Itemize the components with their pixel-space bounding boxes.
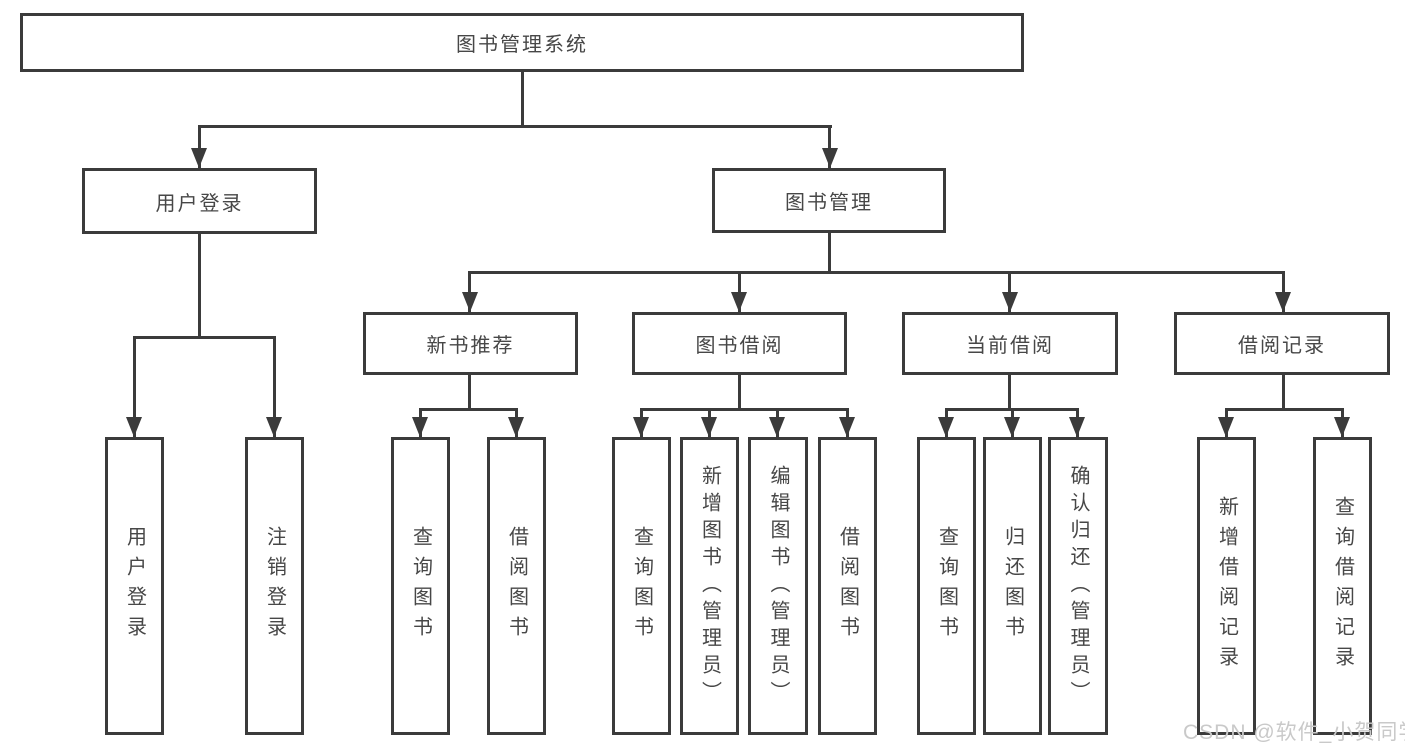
arrowhead-leaf <box>633 417 649 437</box>
leaf-edit-book-admin: 编辑图书（管理员） <box>748 437 808 735</box>
node-current-borrow-label: 当前借阅 <box>966 335 1054 357</box>
leaf-logout: 注销登录 <box>245 437 304 735</box>
node-new-book-recommend: 新书推荐 <box>363 312 578 375</box>
node-user-login-label: 用户登录 <box>155 192 244 215</box>
connector-leaf-drop <box>133 336 136 437</box>
leaf-add-book-admin-label: 新增图书（管理员） <box>698 464 721 708</box>
arrowhead-leaf <box>1069 417 1085 437</box>
leaf-query-book-1-label: 查询图书 <box>409 526 432 646</box>
arrowhead-leaf <box>266 417 282 437</box>
csdn-watermark: CSDN @软件_小贺同学 <box>1183 721 1405 744</box>
leaf-query-borrow-record: 查询借阅记录 <box>1313 437 1372 735</box>
arrowhead-leaf <box>938 417 954 437</box>
connector-subtree-stem <box>738 375 741 408</box>
connector-user-login-rail <box>133 336 276 339</box>
node-root-label: 图书管理系统 <box>456 34 588 56</box>
node-book-borrow: 图书借阅 <box>632 312 847 375</box>
leaf-edit-book-admin-label: 编辑图书（管理员） <box>767 464 789 708</box>
arrowhead-leaf <box>839 417 855 437</box>
leaf-return-book-label: 归还图书 <box>1001 526 1024 646</box>
connector-leaf-rail <box>1225 408 1344 411</box>
node-book-management-label: 图书管理 <box>785 192 873 214</box>
leaf-user-login: 用户登录 <box>105 437 164 735</box>
leaf-add-borrow-record-label: 新增借阅记录 <box>1215 496 1238 676</box>
arrowhead-book-management <box>822 148 838 168</box>
leaf-add-borrow-record: 新增借阅记录 <box>1197 437 1256 735</box>
connector-level3-drop <box>1282 271 1285 312</box>
leaf-return-book: 归还图书 <box>983 437 1042 735</box>
arrowhead-leaf <box>769 417 785 437</box>
connector-user-login-stem <box>198 234 201 336</box>
leaf-borrow-book-2-label: 借阅图书 <box>836 526 859 646</box>
leaf-query-borrow-record-label: 查询借阅记录 <box>1331 496 1354 676</box>
arrowhead-user-login <box>191 148 207 168</box>
connector-level3-drop <box>1008 271 1011 312</box>
leaf-query-book-3-label: 查询图书 <box>935 526 958 646</box>
leaf-query-book-3: 查询图书 <box>917 437 976 735</box>
connector-root-stem <box>521 72 524 125</box>
node-current-borrow: 当前借阅 <box>902 312 1118 375</box>
arrowhead-leaf <box>1004 417 1020 437</box>
node-book-management: 图书管理 <box>712 168 946 233</box>
arrowhead-new-book-recommend <box>462 292 478 312</box>
connector-level3-rail <box>468 271 1285 274</box>
node-user-login: 用户登录 <box>82 168 317 234</box>
leaf-confirm-return-admin: 确认归还（管理员） <box>1048 437 1108 735</box>
connector-level2-rail <box>198 125 832 128</box>
leaf-borrow-book-1-label: 借阅图书 <box>505 526 528 646</box>
connector-book-management-drop <box>828 125 831 168</box>
arrowhead-leaf <box>1218 417 1234 437</box>
leaf-query-book-2: 查询图书 <box>612 437 671 735</box>
connector-leaf-rail <box>419 408 518 411</box>
connector-leaf-rail <box>640 408 849 411</box>
connector-level3-drop <box>738 271 741 312</box>
connector-subtree-stem <box>1008 375 1011 408</box>
arrowhead-current-borrow <box>1002 292 1018 312</box>
node-new-book-recommend-label: 新书推荐 <box>426 335 515 357</box>
arrowhead-leaf <box>508 417 524 437</box>
leaf-query-book-2-label: 查询图书 <box>630 526 653 646</box>
connector-level3-drop <box>468 271 471 312</box>
arrowhead-leaf <box>412 417 428 437</box>
connector-user-login-drop <box>198 125 201 168</box>
leaf-add-book-admin: 新增图书（管理员） <box>680 437 739 735</box>
arrowhead-book-borrow <box>731 292 747 312</box>
arrowhead-borrow-records <box>1275 292 1291 312</box>
node-root: 图书管理系统 <box>20 13 1024 72</box>
arrowhead-leaf <box>701 417 717 437</box>
leaf-borrow-book-1: 借阅图书 <box>487 437 546 735</box>
node-book-borrow-label: 图书借阅 <box>695 335 784 357</box>
connector-subtree-stem <box>1282 375 1285 408</box>
connector-leaf-drop <box>273 336 276 437</box>
leaf-borrow-book-2: 借阅图书 <box>818 437 877 735</box>
leaf-logout-label: 注销登录 <box>263 526 286 646</box>
arrowhead-leaf <box>1334 417 1350 437</box>
connector-book-management-stem <box>828 233 831 271</box>
arrowhead-leaf <box>126 417 142 437</box>
leaf-user-login-label: 用户登录 <box>123 526 146 646</box>
connector-subtree-stem <box>468 375 471 408</box>
node-borrow-records: 借阅记录 <box>1174 312 1390 375</box>
leaf-confirm-return-admin-label: 确认归还（管理员） <box>1067 464 1089 708</box>
node-borrow-records-label: 借阅记录 <box>1238 335 1326 357</box>
leaf-query-book-1: 查询图书 <box>391 437 450 735</box>
